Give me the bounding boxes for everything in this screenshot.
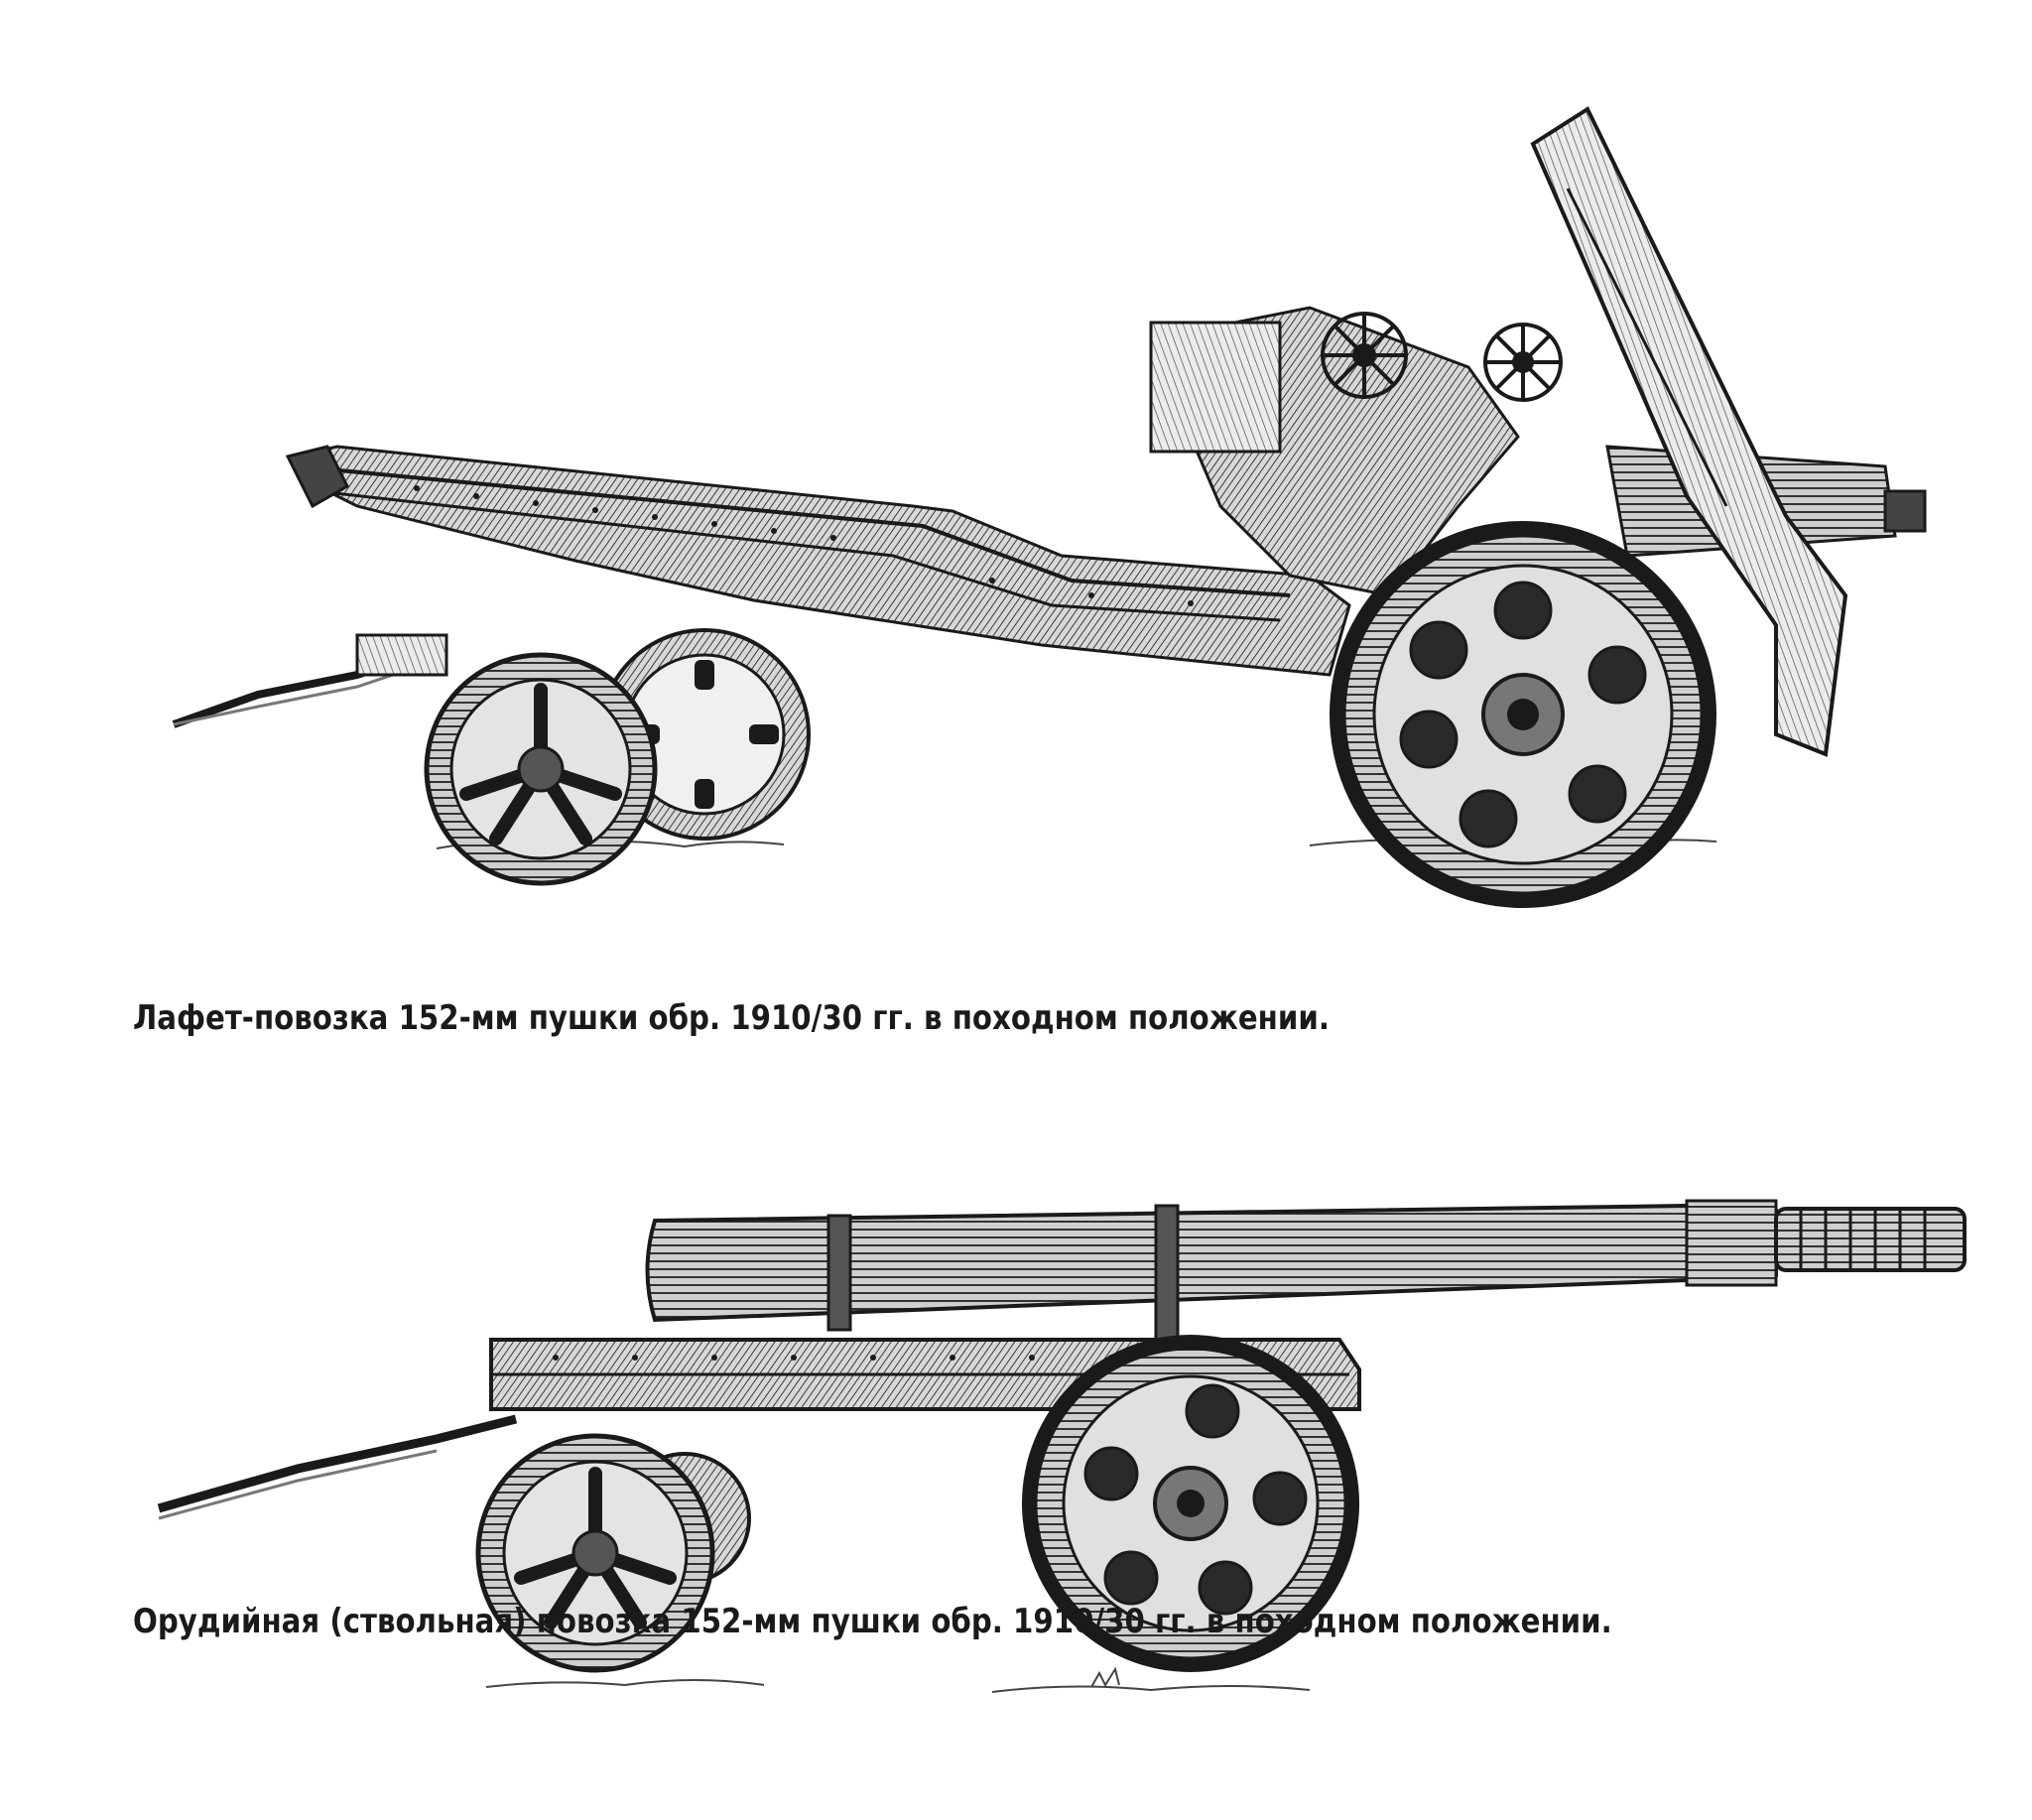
gun-carriage-limber-drawing [0, 40, 2032, 913]
elevation-handwheel [1321, 312, 1408, 399]
trail-spade [285, 445, 349, 509]
main-wheel [1022, 1335, 1359, 1672]
main-wheel [1330, 521, 1716, 908]
barrel-wagon-drawing [0, 1171, 2032, 1786]
breech-block [1149, 321, 1282, 454]
trail-beam [291, 445, 1351, 677]
small-wheel-front [424, 652, 658, 886]
caption-top: Лафет-повозка 152-мм пушки обр. 1910/30 … [133, 998, 1330, 1038]
tow-bar [157, 1414, 518, 1513]
small-wheel-front [475, 1433, 715, 1673]
ground-grass [485, 1666, 1311, 1693]
barrel [645, 1203, 1778, 1323]
muzzle-brake [1774, 1207, 1967, 1272]
caption-bottom: Орудийная (ствольная) повозка 152-мм пуш… [133, 1602, 1612, 1641]
trail-rail [297, 464, 1291, 597]
traverse-handwheel [1483, 323, 1563, 402]
